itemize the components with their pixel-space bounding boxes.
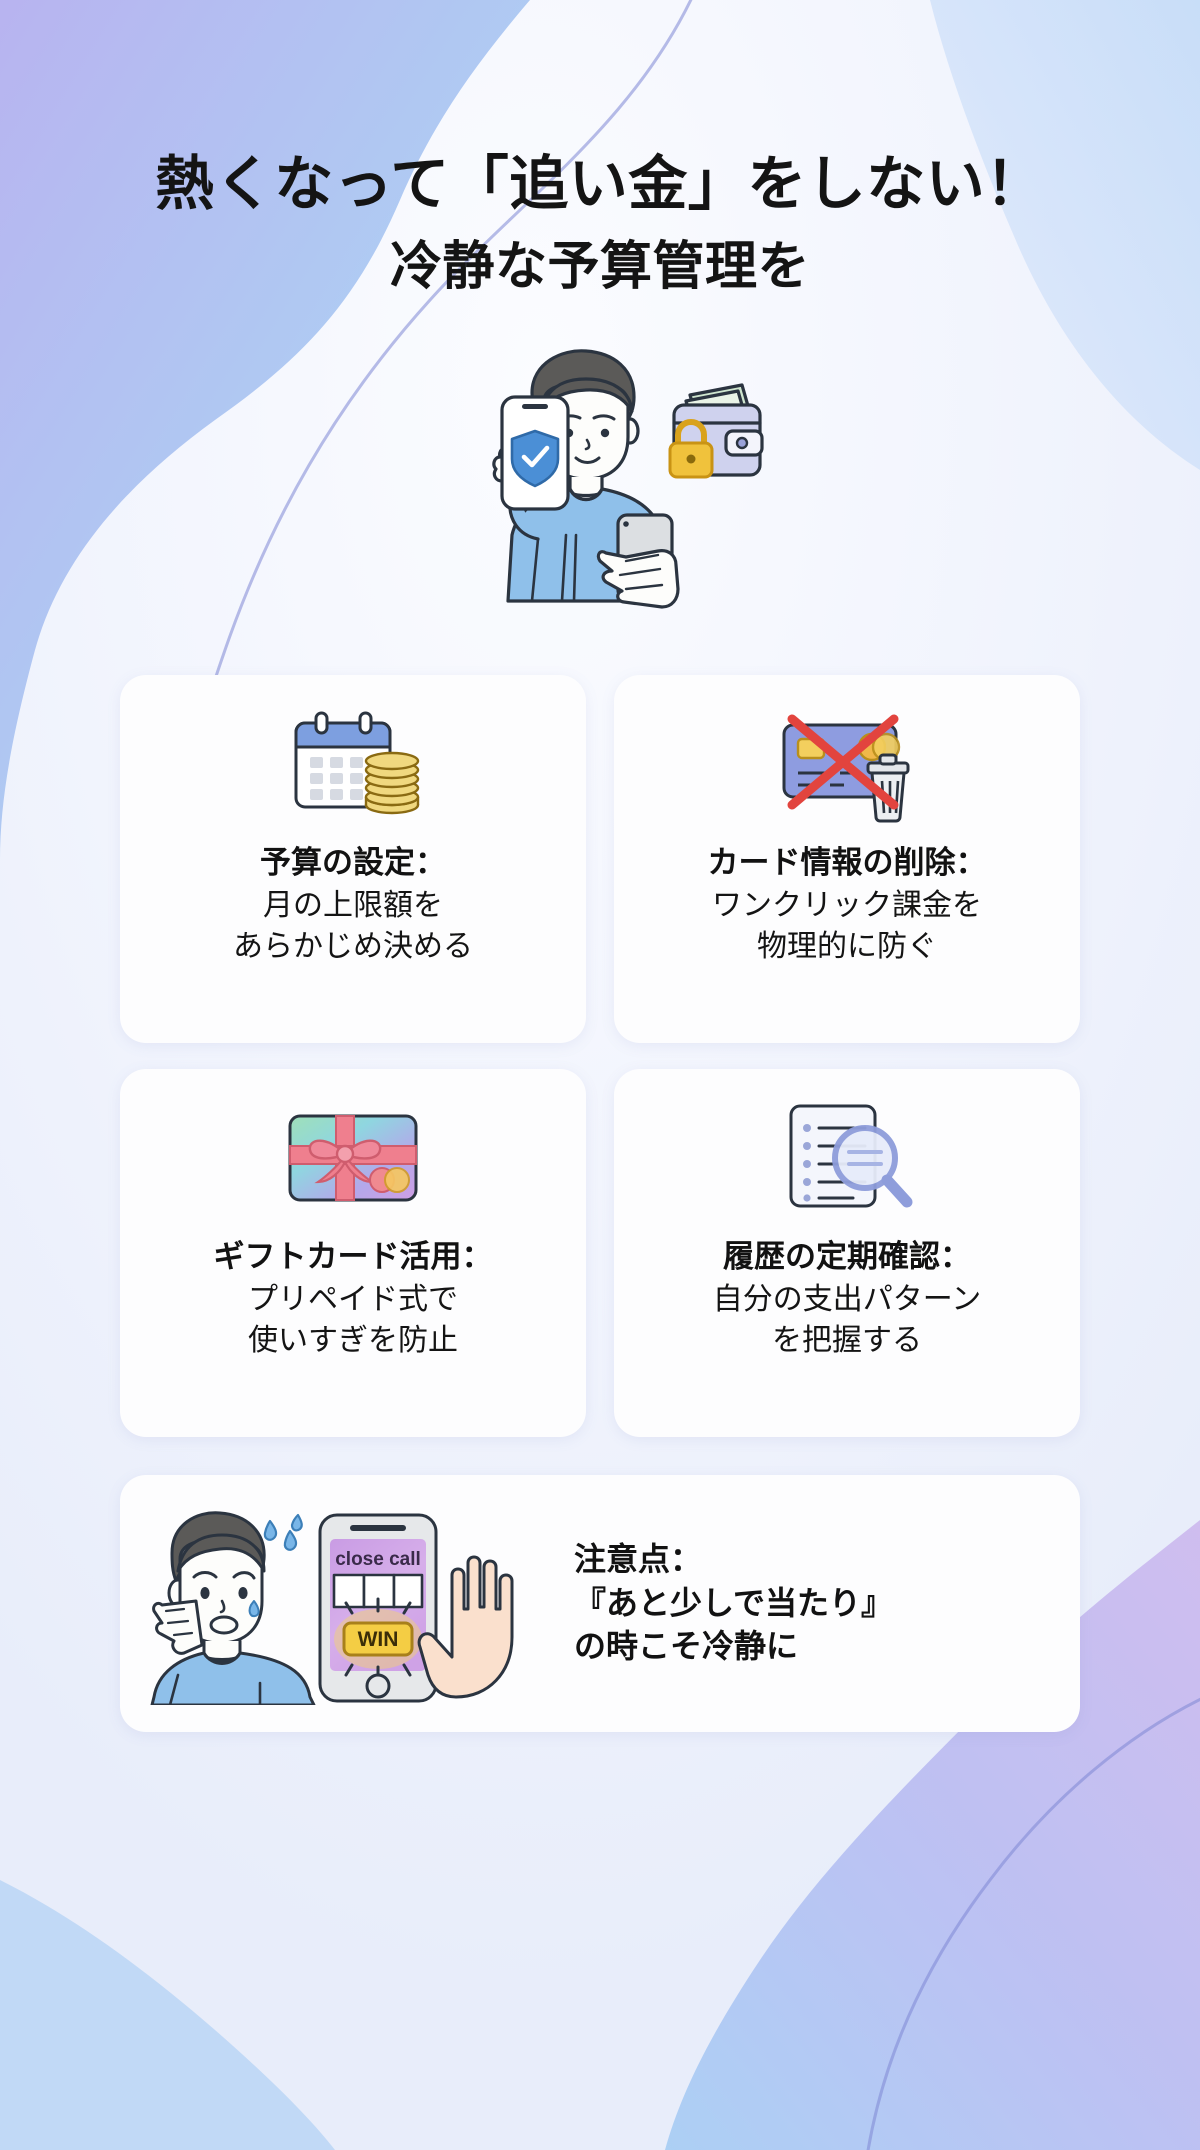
caution-body: 『あと少しで当たり』 の時こそ冷静に — [574, 1582, 1050, 1669]
card-desc-line: 物理的に防ぐ — [757, 929, 937, 963]
card-desc-line: を把握する — [772, 1323, 922, 1357]
card-delete-icon — [772, 701, 922, 829]
title-line-1: 熱くなって「追い金」をしない！ — [155, 151, 1045, 217]
stop-hand-icon — [417, 1555, 514, 1699]
tips-card-grid: 予算の設定： 月の上限額を あらかじめ決める — [120, 675, 1080, 1438]
tip-card-check-history[interactable]: 履歴の定期確認： 自分の支出パターン を把握する — [614, 1069, 1080, 1438]
gift-card-icon — [280, 1095, 426, 1223]
card-title: カード情報の削除： — [707, 845, 987, 881]
card-title: 履歴の定期確認： — [723, 1239, 971, 1275]
title-line-2: 冷静な予算管理を — [389, 237, 810, 296]
hero-illustration — [0, 339, 1200, 639]
card-title: ギフトカード活用： — [213, 1239, 493, 1275]
card-title: 予算の設定： — [260, 845, 446, 881]
card-desc-line: 月の上限額を — [263, 889, 443, 923]
sweat-drops — [263, 1514, 303, 1552]
blob-top-right — [930, 0, 1200, 470]
wallet-icon — [672, 383, 764, 477]
card-desc-line: 自分の支出パターン — [712, 1283, 982, 1317]
phone-win-label: WIN — [358, 1628, 399, 1651]
padlock-icon — [668, 419, 714, 479]
card-desc-line: あらかじめ決める — [233, 929, 473, 963]
caution-text-block: 注意点： 『あと少しで当たり』 の時こそ冷静に — [560, 1538, 1050, 1669]
card-description: ワンクリック課金を 物理的に防ぐ — [712, 886, 982, 968]
page-title: 熱くなって「追い金」をしない！ 冷静な予算管理を — [0, 0, 1200, 301]
caution-body-line: 『あと少しで当たり』 — [574, 1584, 894, 1621]
worried-person-slot-stop-hand: close call WIN — [150, 1511, 514, 1707]
curve-line-bottom-right — [866, 1697, 1200, 2150]
blob-bottom-left — [0, 1880, 335, 2150]
tip-card-delete-card-info[interactable]: カード情報の削除： ワンクリック課金を 物理的に防ぐ — [614, 675, 1080, 1044]
card-description: 自分の支出パターン を把握する — [713, 1280, 982, 1362]
tip-card-budget[interactable]: 予算の設定： 月の上限額を あらかじめ決める — [120, 675, 586, 1044]
blob-top-left — [0, 0, 530, 860]
hero-person-phone-wallet — [492, 349, 764, 609]
card-desc-line: ワンクリック課金を — [712, 889, 982, 923]
card-desc-line: 使いすぎを防止 — [248, 1323, 458, 1357]
calendar-coins-icon — [280, 701, 426, 829]
card-desc-line: プリペイド式で — [248, 1283, 458, 1317]
caution-note-card[interactable]: close call WIN — [120, 1475, 1080, 1733]
tip-card-gift-card[interactable]: ギフトカード活用： プリペイド式で 使いすぎを防止 — [120, 1069, 586, 1438]
caution-body-line: の時こそ冷静に — [574, 1628, 799, 1665]
history-search-icon — [777, 1095, 917, 1223]
card-description: 月の上限額を あらかじめ決める — [233, 886, 473, 968]
caution-title: 注意点： — [574, 1541, 703, 1578]
card-description: プリペイド式で 使いすぎを防止 — [248, 1280, 458, 1362]
phone-screen-label: close call — [335, 1549, 421, 1570]
caution-illustration: close call WIN — [144, 1497, 544, 1710]
